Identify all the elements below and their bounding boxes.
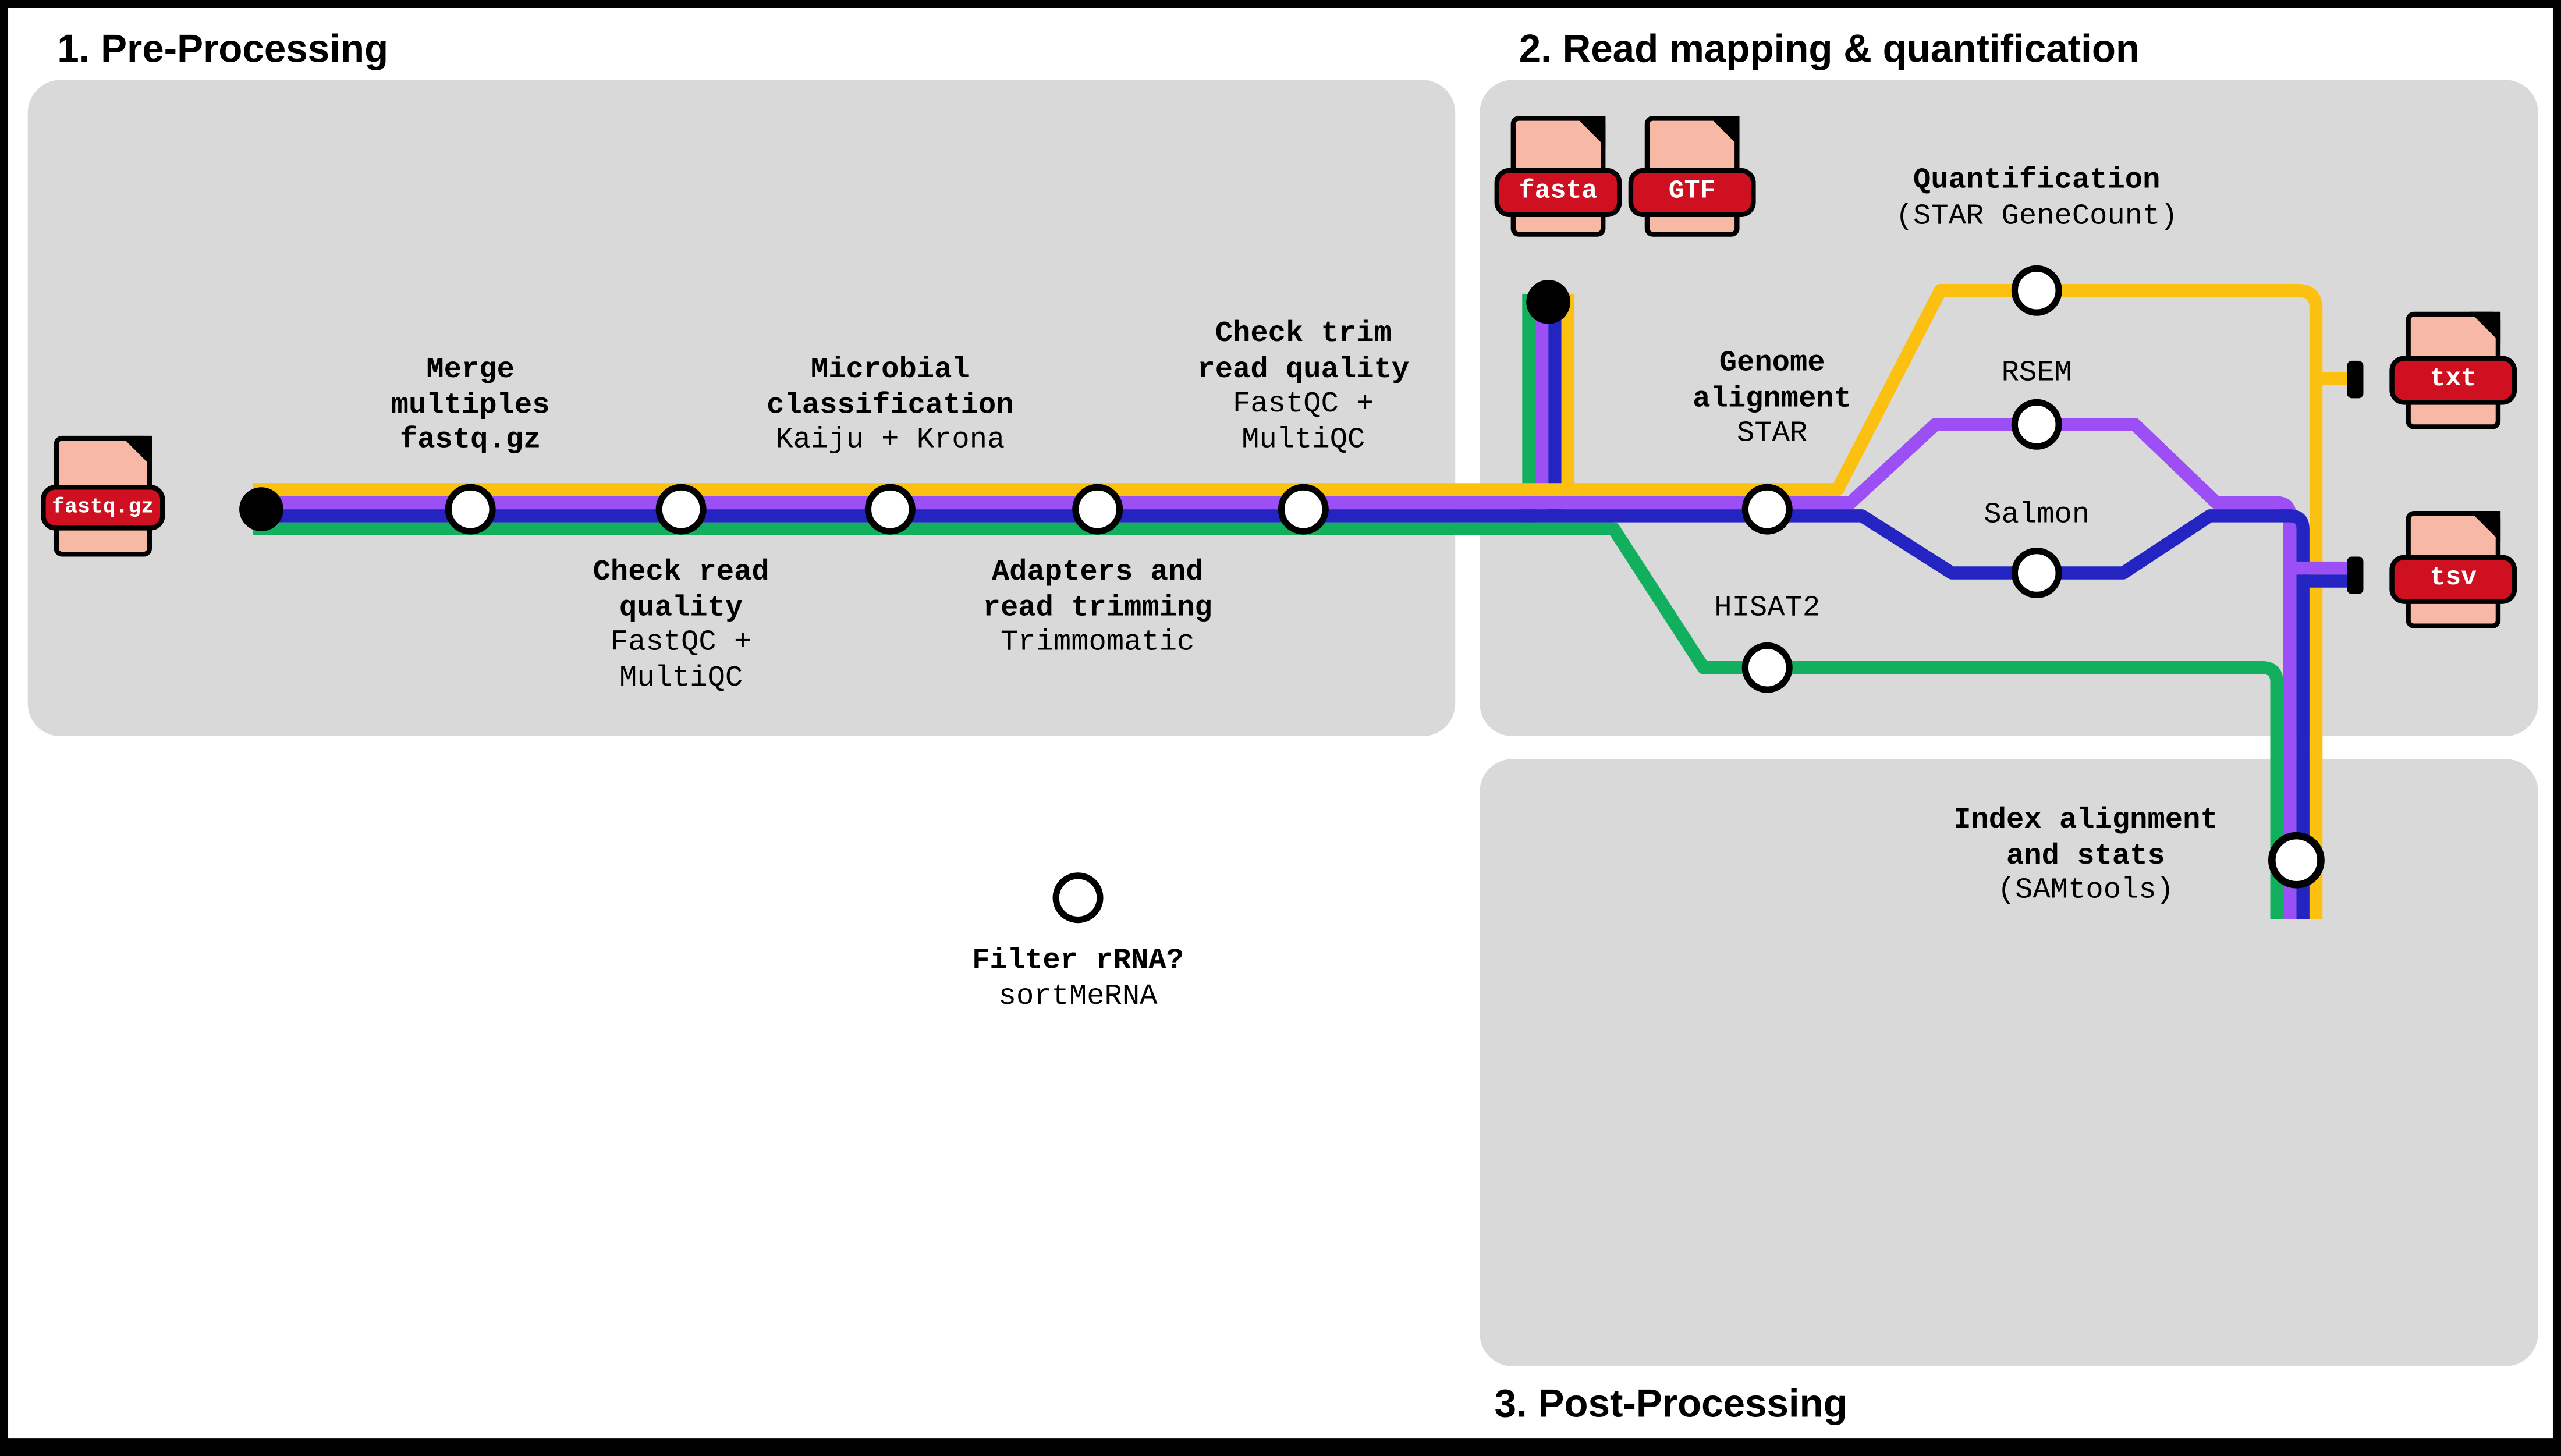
label-line: fastq.gz bbox=[399, 424, 541, 457]
label-line: and stats bbox=[2006, 840, 2165, 873]
folded-corner-icon bbox=[2469, 311, 2501, 343]
station-merge bbox=[445, 484, 496, 535]
file-label-band: txt bbox=[2389, 356, 2517, 405]
folded-corner-icon bbox=[120, 435, 152, 467]
file-icon-gtf: GTF bbox=[1628, 116, 1756, 243]
label-line: Genome bbox=[1719, 347, 1825, 381]
stations bbox=[445, 265, 2325, 924]
reference-terminus-circle bbox=[1526, 280, 1571, 324]
station-salmon bbox=[2011, 548, 2062, 599]
label-salmon: Salmon bbox=[1984, 499, 2090, 534]
file-icon-fastq-gz: fastq.gz bbox=[41, 435, 165, 563]
label-line: FastQC + bbox=[610, 627, 752, 660]
heading-read-mapping: 2. Read mapping & quantification bbox=[1519, 27, 2140, 72]
line-blue-main bbox=[253, 509, 2310, 919]
label-line: Merge bbox=[426, 354, 515, 387]
label-line: Quantification bbox=[1913, 165, 2161, 198]
label-microbial-classification: Microbial classification Kaiju + Krona bbox=[767, 354, 1013, 460]
label-line: STAR bbox=[1737, 418, 1808, 451]
station-hisat2 bbox=[1741, 642, 1793, 693]
tsv-terminus-bar bbox=[2347, 556, 2364, 594]
txt-terminus-bar bbox=[2347, 360, 2364, 399]
file-label-band: fasta bbox=[1494, 168, 1622, 218]
label-line: MultiQC bbox=[619, 662, 743, 695]
station-adapters-trimming bbox=[1072, 484, 1123, 535]
label-line: read quality bbox=[1197, 353, 1410, 386]
file-icon-fasta: fasta bbox=[1494, 116, 1622, 243]
station-filter-rrna bbox=[1052, 872, 1104, 924]
label-merge: Merge multiples fastq.gz bbox=[391, 354, 550, 460]
label-line: Adapters and bbox=[991, 556, 1204, 589]
label-adapters-trimming: Adapters and read trimming Trimmomatic bbox=[983, 556, 1212, 662]
folded-corner-icon bbox=[2469, 510, 2501, 542]
label-index-stats: Index alignment and stats (SAMtools) bbox=[1953, 805, 2218, 910]
label-line: Filter rRNA? bbox=[972, 945, 1184, 978]
heading-pre-processing: 1. Pre-Processing bbox=[57, 27, 389, 72]
label-line: quality bbox=[619, 591, 743, 624]
terminus-marks bbox=[239, 280, 2364, 594]
label-line: Kaiju + Krona bbox=[775, 424, 1005, 457]
panel-post-processing bbox=[1480, 759, 2538, 1366]
label-line: sortMeRNA bbox=[998, 980, 1158, 1013]
file-label-band: GTF bbox=[1628, 168, 1756, 218]
label-line: (STAR GeneCount) bbox=[1895, 200, 2178, 233]
station-rsem bbox=[2011, 399, 2062, 450]
station-microbial-classification bbox=[864, 484, 916, 535]
label-line: classification bbox=[767, 389, 1014, 422]
folded-corner-icon bbox=[1574, 116, 1606, 147]
metro-map-svg bbox=[239, 265, 2364, 924]
start-terminus-circle bbox=[239, 487, 283, 532]
label-line: FastQC + bbox=[1233, 388, 1374, 421]
label-line: alignment bbox=[1693, 382, 1852, 416]
panel-pre-processing bbox=[27, 80, 1456, 737]
label-line: MultiQC bbox=[1242, 423, 1365, 456]
label-line: Check trim bbox=[1215, 318, 1392, 351]
heading-post-processing: 3. Post-Processing bbox=[1494, 1382, 1847, 1427]
line-green-main bbox=[253, 522, 2283, 919]
station-check-trim-quality bbox=[1278, 484, 1329, 535]
file-label-band: fastq.gz bbox=[41, 485, 165, 531]
label-line: Check read bbox=[593, 556, 769, 589]
label-line: read trimming bbox=[982, 591, 1212, 624]
label-line: Trimmomatic bbox=[1000, 627, 1195, 660]
label-line: HISAT2 bbox=[1714, 592, 1821, 626]
station-check-read-quality bbox=[655, 484, 707, 535]
station-genome-alignment-star bbox=[1741, 484, 1793, 535]
label-line: Index alignment bbox=[1953, 804, 2218, 837]
label-rsem: RSEM bbox=[2002, 357, 2072, 392]
label-quantification: Quantification (STAR GeneCount) bbox=[1896, 165, 2178, 235]
label-line: Salmon bbox=[1984, 499, 2090, 532]
file-icon-tsv: tsv bbox=[2389, 510, 2517, 635]
label-hisat2: HISAT2 bbox=[1714, 592, 1820, 627]
station-index-stats bbox=[2268, 832, 2325, 889]
label-genome-alignment: Genome alignment STAR bbox=[1693, 347, 1851, 453]
label-line: RSEM bbox=[2001, 357, 2072, 390]
file-icon-txt: txt bbox=[2389, 311, 2517, 436]
label-line: multiples bbox=[391, 389, 550, 422]
file-label-band: tsv bbox=[2389, 555, 2517, 604]
label-line: Microbial bbox=[810, 354, 970, 387]
label-line: (SAMtools) bbox=[1997, 875, 2174, 908]
station-quantification bbox=[2011, 265, 2062, 316]
label-check-read-quality: Check read quality FastQC + MultiQC bbox=[593, 556, 769, 697]
label-filter-rrna: Filter rRNA? sortMeRNA bbox=[972, 945, 1184, 1015]
label-check-trim-quality: Check trim read quality FastQC + MultiQC bbox=[1197, 318, 1409, 459]
folded-corner-icon bbox=[1708, 116, 1740, 147]
